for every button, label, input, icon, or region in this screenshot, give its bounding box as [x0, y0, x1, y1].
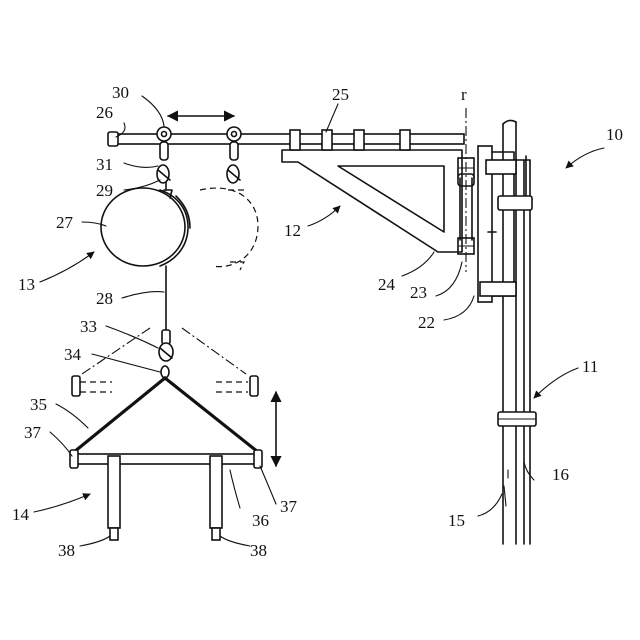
lower-bar — [70, 450, 262, 468]
label-34: 34 — [64, 345, 82, 364]
reference-numerals: 10 11 12 13 14 15 16 22 23 24 25 26 27 2… — [12, 83, 623, 560]
label-axis-r: r — [461, 85, 467, 104]
heavy-bag-alternate — [200, 188, 258, 270]
label-23: 23 — [410, 283, 427, 302]
label-26: 26 — [96, 103, 113, 122]
label-36: 36 — [252, 511, 269, 530]
label-27: 27 — [56, 213, 74, 232]
label-37-left: 37 — [24, 423, 42, 442]
label-24: 24 — [378, 275, 396, 294]
vertical-post — [498, 120, 536, 544]
label-15: 15 — [448, 511, 465, 530]
label-22: 22 — [418, 313, 435, 332]
label-33: 33 — [80, 317, 97, 336]
strap-coupling — [162, 330, 170, 344]
trolley-alternate — [227, 127, 241, 183]
label-14: 14 — [12, 505, 30, 524]
label-31: 31 — [96, 155, 113, 174]
handle-left — [108, 456, 120, 540]
handle-right — [210, 456, 222, 540]
label-12: 12 — [284, 221, 301, 240]
label-37-right: 37 — [280, 497, 298, 516]
label-13: 13 — [18, 275, 35, 294]
label-28: 28 — [96, 289, 113, 308]
heavy-bag — [101, 188, 190, 266]
rope-sling — [74, 378, 258, 452]
label-30: 30 — [112, 83, 129, 102]
label-29: 29 — [96, 181, 113, 200]
label-38-right: 38 — [250, 541, 267, 560]
label-38-left: 38 — [58, 541, 75, 560]
swing-arm — [282, 150, 462, 252]
label-10: 10 — [606, 125, 623, 144]
label-35: 35 — [30, 395, 47, 414]
label-11: 11 — [582, 357, 598, 376]
label-16: 16 — [552, 465, 569, 484]
label-25: 25 — [332, 85, 349, 104]
ring-34 — [161, 366, 169, 378]
